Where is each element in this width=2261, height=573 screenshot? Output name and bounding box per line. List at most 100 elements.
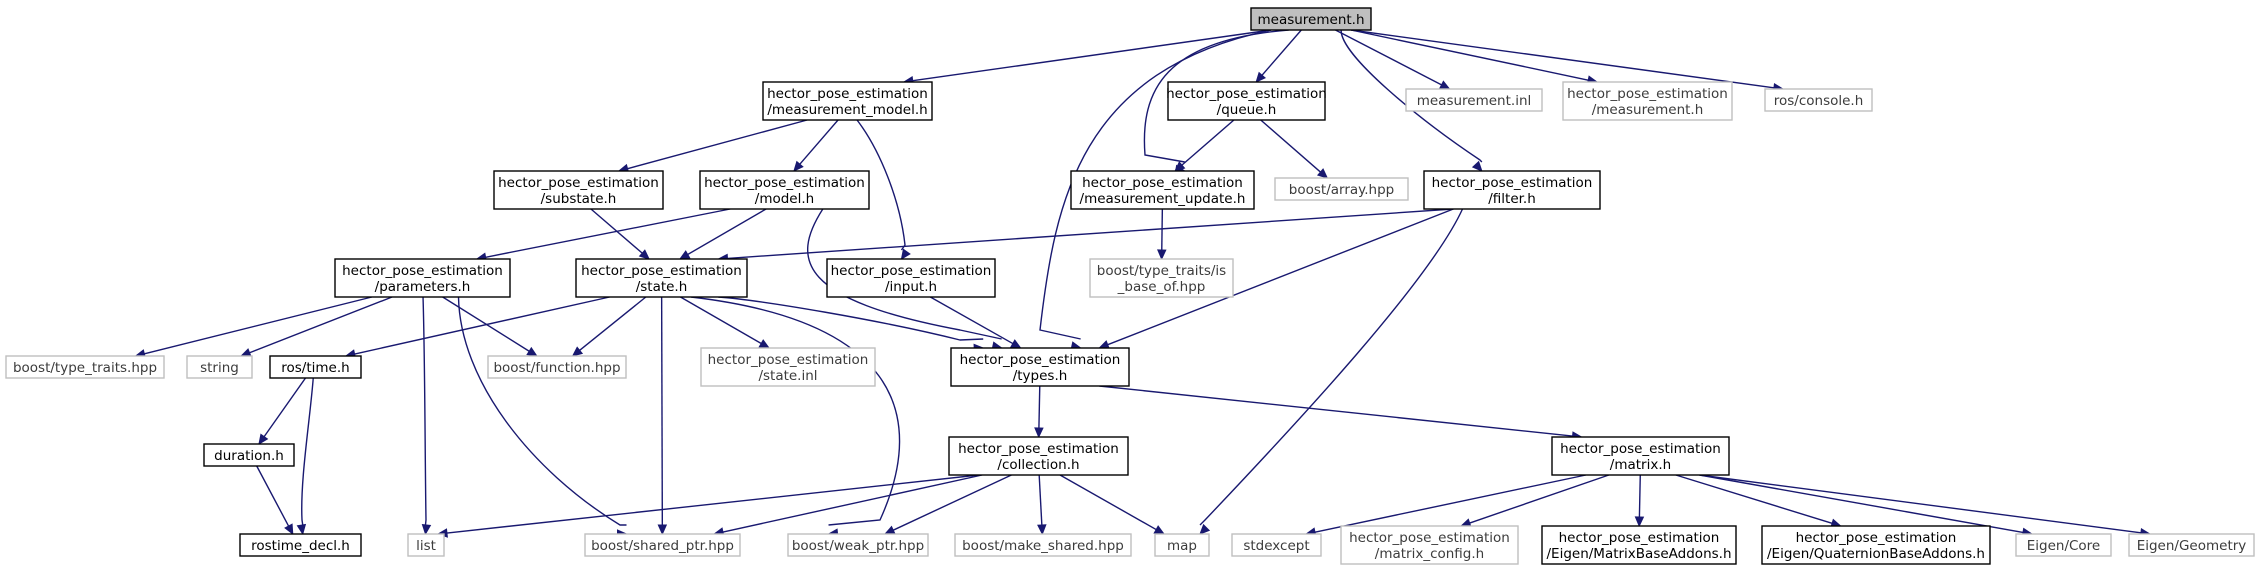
node-label: /queue.h [1217,102,1277,118]
node-ros-time-h[interactable]: ros/time.h [269,355,362,379]
node-list: list [407,533,445,557]
edge-queue-h-to-boost-array-hpp [1260,119,1329,179]
node-box [787,533,929,557]
edge-substate-h-to-state-h [590,208,650,260]
node-box [1405,88,1543,112]
node-parameters-h[interactable]: hector_pose_estimation/parameters.h [334,258,511,298]
node-label: ros/time.h [281,360,349,376]
node-label: boost/type_traits.hpp [13,360,157,376]
node-layer: measurement.h hector_pose_estimation/meas… [5,7,2255,565]
node-eigen-geometry: Eigen/Geometry [2128,533,2255,557]
node-box [699,170,870,210]
node-label: stdexcept [1243,538,1309,554]
node-label: boost/type_traits/is [1097,263,1226,279]
edge-measurement-model-h-to-model-h [793,119,839,172]
node-box [186,355,253,379]
node-label: hector_pose_estimation [958,441,1119,457]
edge-parameters-h-to-type-traits-hpp [134,296,373,359]
node-is-base-of-hpp: boost/type_traits/is_base_of.hpp [1089,258,1234,298]
node-ros-console-h: ros/console.h [1764,88,1873,112]
edge-model-h-to-parameters-h [475,208,731,262]
node-label: hector_pose_estimation [960,352,1121,368]
node-box [950,347,1130,387]
node-hpe-measurement-h: hector_pose_estimation/measurement.h [1562,81,1733,121]
edge-parameters-h-to-boost-function-hpp [442,296,538,357]
node-box [1562,81,1733,121]
node-label: string [200,360,239,376]
node-collection-h[interactable]: hector_pose_estimation/collection.h [948,436,1129,476]
node-box [487,355,627,379]
node-weak-ptr-hpp: boost/weak_ptr.hpp [787,533,929,557]
node-box [762,81,933,121]
node-label: /types.h [1013,368,1068,384]
node-box [1250,7,1372,31]
node-measurement-inl: measurement.inl [1405,88,1543,112]
node-matrix-h[interactable]: hector_pose_estimation/matrix.h [1551,436,1730,476]
node-box [2015,533,2112,557]
node-label: /matrix.h [1610,457,1671,473]
node-type-traits-hpp: boost/type_traits.hpp [5,355,165,379]
node-duration-h[interactable]: duration.h [203,443,295,467]
node-measurement-update-h[interactable]: hector_pose_estimation/measurement_updat… [1070,170,1255,210]
edge-filter-h-to-state-h [717,208,1454,264]
node-label: hector_pose_estimation [1567,86,1728,102]
node-box [269,355,362,379]
node-string: string [186,355,253,379]
edge-state-h-to-shared-ptr-hpp [657,296,668,536]
edge-measurement-h-to-filter-h [1340,29,1483,172]
node-label: hector_pose_estimation [1166,86,1327,102]
node-label: hector_pose_estimation [1560,441,1721,457]
node-model-h[interactable]: hector_pose_estimation/model.h [699,170,870,210]
node-matrix-config-h: hector_pose_estimation/matrix_config.h [1340,525,1519,565]
node-label: boost/weak_ptr.hpp [792,538,924,554]
node-box [826,258,996,298]
node-label: /parameters.h [375,279,471,295]
edge-matrix-h-to-quaternion-base-addons-h [1675,474,1842,528]
node-matrix-base-addons-h[interactable]: hector_pose_estimation/Eigen/MatrixBaseA… [1541,525,1737,565]
edge-filter-h-to-map [1199,208,1464,535]
edge-layer [134,29,2152,539]
node-box [1761,525,1991,565]
node-filter-h[interactable]: hector_pose_estimation/filter.h [1423,170,1601,210]
node-box [203,443,295,467]
node-types-h[interactable]: hector_pose_estimation/types.h [950,347,1130,387]
node-label: hector_pose_estimation [767,86,928,102]
node-make-shared-hpp: boost/make_shared.hpp [954,533,1132,557]
edge-types-h-to-matrix-h [1099,385,1583,441]
edge-types-h-to-collection-h [1034,385,1044,439]
edge-measurement-h-to-measurement-model-h [902,29,1272,86]
node-state-h[interactable]: hector_pose_estimation/state.h [575,258,748,298]
edge-ros-time-h-to-duration-h [258,377,307,446]
node-label: map [1167,538,1197,554]
node-box [575,258,748,298]
node-box [1070,170,1255,210]
edge-measurement-model-h-to-input-h [856,119,911,261]
node-shared-ptr-hpp: boost/shared_ptr.hpp [584,533,741,557]
edge-state-h-to-types-h [718,296,985,354]
edge-state-h-to-weak-ptr-hpp [690,296,901,538]
node-box [948,436,1129,476]
node-label: hector_pose_estimation [342,263,503,279]
node-measurement-h[interactable]: measurement.h [1250,7,1372,31]
node-label: ros/console.h [1774,93,1864,109]
node-box [584,533,741,557]
node-box [1231,533,1322,557]
node-label: hector_pose_estimation [704,175,865,191]
node-rostime-decl-h[interactable]: rostime_decl.h [239,533,362,557]
node-label: Eigen/Geometry [2137,538,2247,554]
node-box [700,347,876,387]
node-substate-h[interactable]: hector_pose_estimation/substate.h [493,170,664,210]
node-box [1154,533,1210,557]
edge-collection-h-to-shared-ptr-hpp [712,474,983,537]
node-label: hector_pose_estimation [1082,175,1243,191]
node-box [2128,533,2255,557]
node-label: /substate.h [541,191,617,207]
node-input-h[interactable]: hector_pose_estimation/input.h [826,258,996,298]
edge-state-h-to-ros-time-h [344,296,610,359]
node-quaternion-base-addons-h[interactable]: hector_pose_estimation/Eigen/QuaternionB… [1761,525,1991,565]
node-box [1541,525,1737,565]
node-queue-h[interactable]: hector_pose_estimation/queue.h [1166,81,1327,121]
node-label: hector_pose_estimation [1349,530,1510,546]
node-measurement-model-h[interactable]: hector_pose_estimation/measurement_model… [762,81,933,121]
